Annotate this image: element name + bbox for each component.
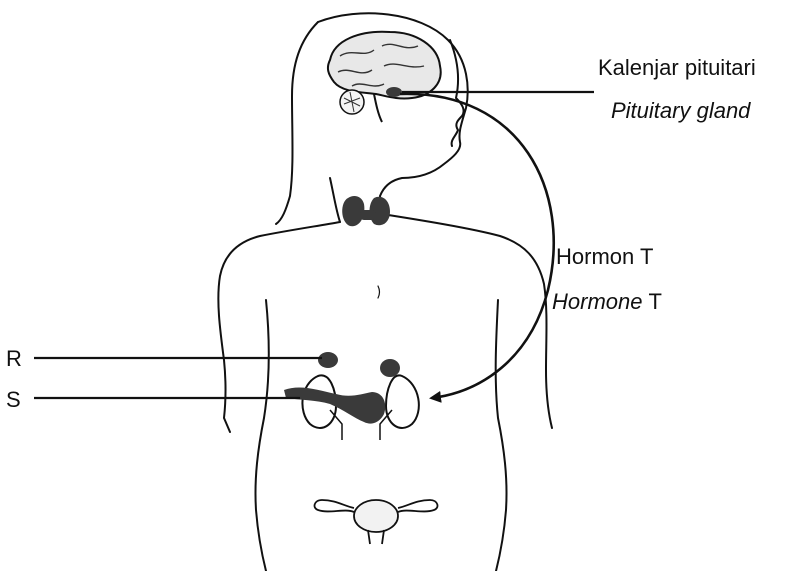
adrenal-glands [318,352,400,377]
uterus [315,500,438,544]
label-pituitary-ms: Kalenjar pituitari [598,55,756,80]
label-s: S [6,387,21,412]
label-hormone-en-italic: Hormone [552,289,642,314]
pituitary-gland [386,87,402,97]
label-r: R [6,346,22,371]
thyroid-gland [342,196,390,226]
label-pituitary-en: Pituitary gland [611,98,751,123]
brain [328,32,441,122]
label-hormone-ms: Hormon T [556,244,653,269]
label-hormone-en-letter: T [648,289,661,314]
hormone-t-arrow [400,94,554,398]
